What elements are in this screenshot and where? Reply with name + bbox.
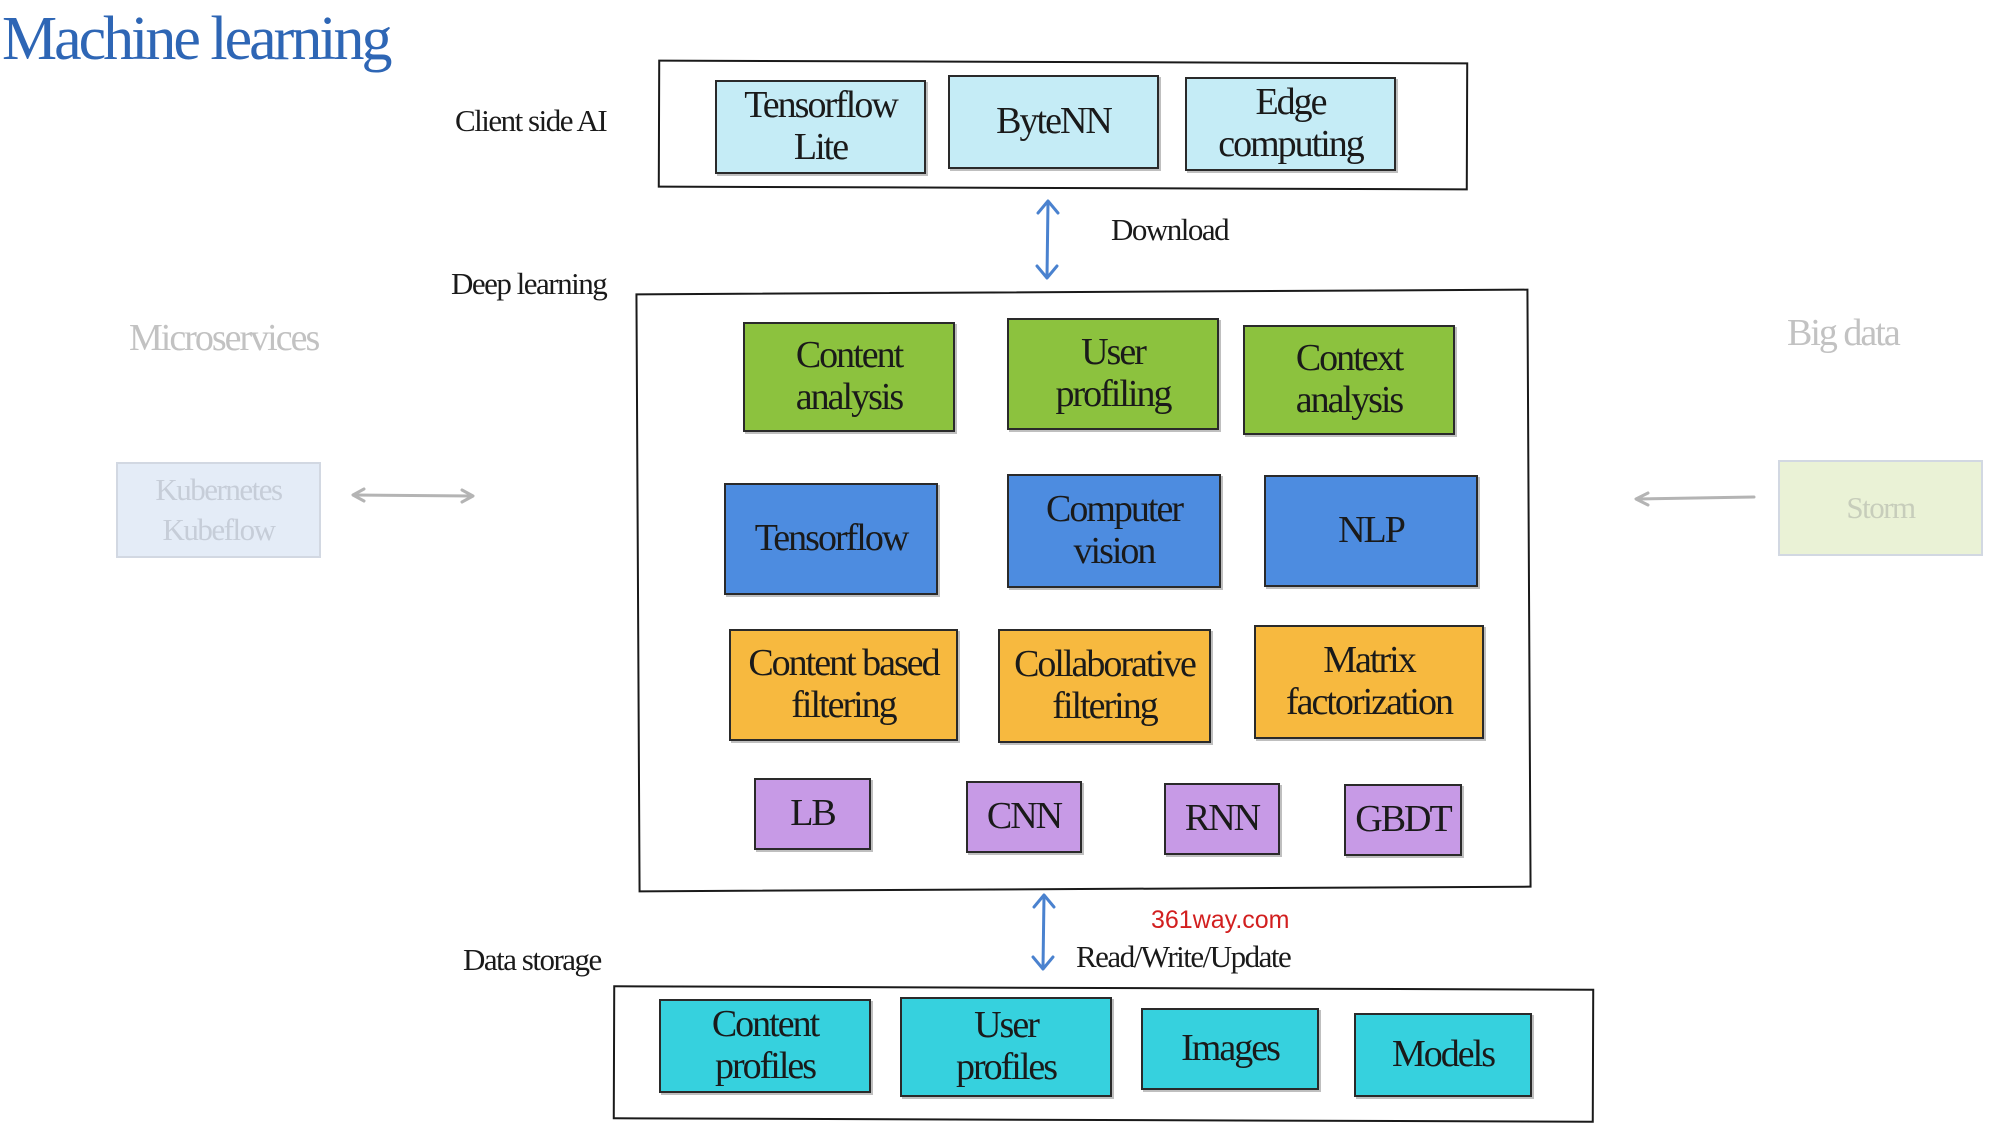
data-storage-label: Data storage (463, 942, 602, 977)
matrix-factorization-box: Matrix factorization (1254, 625, 1484, 739)
images-box: Images (1141, 1008, 1319, 1090)
computer-vision-box: Computer vision (1007, 474, 1221, 588)
user-profiles-box: User profiles (900, 997, 1112, 1097)
context-analysis-box: Context analysis (1243, 325, 1455, 435)
user-profiling-box: User profiling (1007, 318, 1219, 430)
content-based-filtering-box: Content based filtering (729, 629, 958, 741)
tensorflow-lite-box: Tensorflow Lite (715, 80, 926, 174)
big-data-label: Big data (1787, 312, 1901, 354)
client-side-ai-label: Client side AI (455, 103, 608, 138)
lb-box: LB (754, 778, 871, 850)
content-analysis-box: Content analysis (743, 322, 955, 432)
download-arrow (1035, 199, 1060, 280)
big-data-arrow (1634, 491, 1756, 507)
diagram-title: Machine learning (2, 5, 393, 73)
nlp-box: NLP (1264, 475, 1478, 587)
read-write-update-arrow (1031, 893, 1056, 971)
storm-box: Storm (1778, 460, 1983, 556)
watermark-text: 361way.com (1151, 906, 1290, 934)
gbdt-box: GBDT (1344, 784, 1462, 856)
bytenn-box: ByteNN (948, 75, 1159, 169)
content-profiles-box: Content profiles (659, 999, 871, 1093)
edge-computing-box: Edge computing (1185, 77, 1396, 171)
microservices-label: Microservices (129, 317, 320, 359)
read-write-update-label: Read/Write/Update (1076, 939, 1292, 974)
rnn-box: RNN (1164, 783, 1280, 855)
cnn-box: CNN (966, 781, 1082, 853)
download-label: Download (1111, 212, 1230, 247)
kubernetes-kubeflow-box: Kubernetes Kubeflow (116, 462, 321, 558)
deep-learning-label: Deep learning (451, 266, 608, 301)
tensorflow-box: Tensorflow (724, 483, 938, 595)
microservices-arrow (351, 487, 475, 504)
models-box: Models (1354, 1013, 1532, 1097)
collaborative-filtering-box: Collaborative filtering (998, 629, 1211, 743)
